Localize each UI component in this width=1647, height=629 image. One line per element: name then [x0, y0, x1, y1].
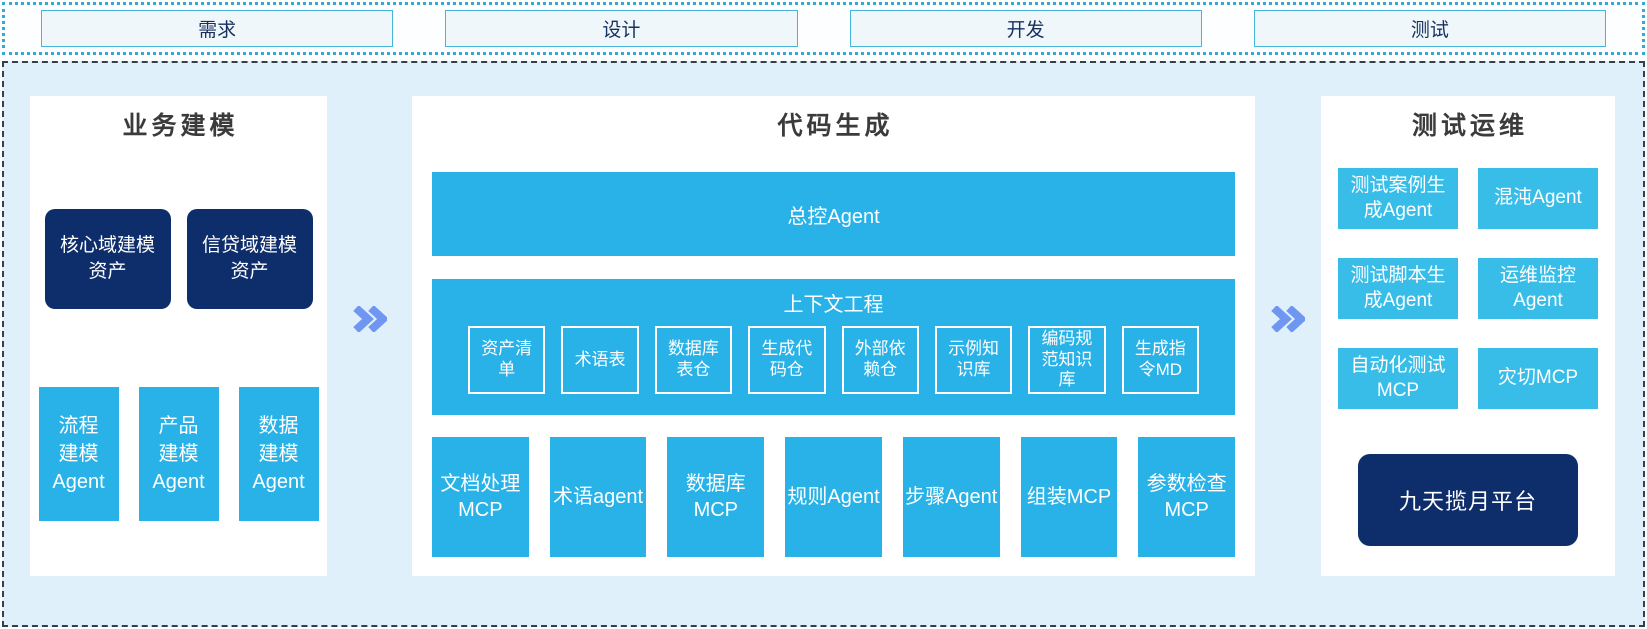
platform-box-jiutian-lanyue: 九天揽月平台: [1358, 454, 1578, 546]
tool-box-step-agent: 步骤Agent: [902, 437, 1000, 557]
section-test-ops: 测试运维 测试案例生 成Agent 混沌Agent 测试脚本生 成Agent 运…: [1321, 96, 1615, 576]
context-engineering-box: 上下文工程 资产清 单 术语表 数据库 表仓 生成代 码仓 外部依 赖仓 示例知…: [432, 279, 1235, 415]
ops-grid: 测试案例生 成Agent 混沌Agent 测试脚本生 成Agent 运维监控 A…: [1321, 168, 1615, 409]
ops-box-test-script-gen-agent: 测试脚本生 成Agent: [1338, 258, 1458, 319]
context-items: 资产清 单 术语表 数据库 表仓 生成代 码仓 外部依 赖仓 示例知 识库 编码…: [432, 317, 1235, 394]
agent-box-product-modeling: 产品 建模 Agent: [138, 387, 219, 521]
double-chevron-right-icon: [1271, 306, 1305, 332]
agent-row: 流程 建模 Agent 产品 建模 Agent 数据 建模 Agent: [30, 387, 327, 521]
context-engineering-title: 上下文工程: [783, 294, 884, 316]
tool-box-terminology-agent: 术语agent: [549, 437, 647, 557]
main-board: 业务建模 核心域建模 资产 信贷域建模 资产 流程 建模 Agent 产品 建模…: [2, 61, 1645, 627]
section-title: 测试运维: [1411, 112, 1528, 140]
ops-box-chaos-agent: 混沌Agent: [1478, 168, 1598, 229]
tool-box-doc-processing-mcp: 文档处理 MCP: [432, 437, 529, 557]
context-item-external-deps-repo: 外部依 赖仓: [841, 326, 919, 394]
section-code-generation: 代码生成 总控Agent 上下文工程 资产清 单 术语表 数据库 表仓 生成代 …: [412, 96, 1255, 576]
phase-box-development: 开发: [849, 10, 1202, 47]
asset-row: 核心域建模 资产 信贷域建模 资产: [30, 209, 327, 309]
ops-box-test-case-gen-agent: 测试案例生 成Agent: [1338, 168, 1458, 229]
asset-box-credit-domain: 信贷域建模 资产: [186, 209, 313, 309]
context-item-codegen-repo: 生成代 码仓: [748, 326, 826, 394]
asset-box-core-domain: 核心域建模 资产: [44, 209, 171, 309]
agent-box-process-modeling: 流程 建模 Agent: [38, 387, 119, 521]
double-chevron-right-icon: [352, 306, 387, 332]
context-item-example-kb: 示例知 识库: [934, 326, 1013, 394]
context-item-asset-list: 资产清 单: [468, 326, 546, 394]
phase-box-design: 设计: [445, 10, 798, 47]
tool-box-param-check-mcp: 参数检查 MCP: [1138, 437, 1236, 557]
ops-box-disaster-switch-mcp: 灾切MCP: [1478, 348, 1598, 409]
phase-box-testing: 测试: [1253, 10, 1606, 47]
agent-box-data-modeling: 数据 建模 Agent: [238, 387, 319, 521]
phase-box-requirements: 需求: [41, 10, 394, 47]
context-item-gen-instruction-md: 生成指 令MD: [1121, 326, 1199, 394]
context-item-db-table-repo: 数据库 表仓: [654, 326, 733, 394]
section-title: 代码生成: [777, 112, 894, 140]
context-item-coding-standard-kb: 编码规 范知识 库: [1028, 326, 1106, 394]
flow-arrow: [327, 96, 412, 625]
section-business-modeling: 业务建模 核心域建模 资产 信贷域建模 资产 流程 建模 Agent 产品 建模…: [30, 96, 327, 576]
tool-box-rule-agent: 规则Agent: [785, 437, 882, 557]
tools-row: 文档处理 MCP 术语agent 数据库 MCP 规则Agent 步骤Agent…: [432, 437, 1236, 557]
tool-box-assembly-mcp: 组装MCP: [1020, 437, 1118, 557]
flow-arrow: [1255, 96, 1321, 625]
ops-box-automated-test-mcp: 自动化测试 MCP: [1338, 348, 1458, 409]
phase-strip: 需求 设计 开发 测试: [2, 2, 1645, 55]
section-title: 业务建模: [122, 112, 239, 140]
master-agent-bar: 总控Agent: [432, 172, 1235, 256]
ops-box-ops-monitor-agent: 运维监控 Agent: [1478, 258, 1598, 319]
context-item-glossary: 术语表: [561, 326, 639, 394]
tool-box-database-mcp: 数据库 MCP: [667, 437, 765, 557]
